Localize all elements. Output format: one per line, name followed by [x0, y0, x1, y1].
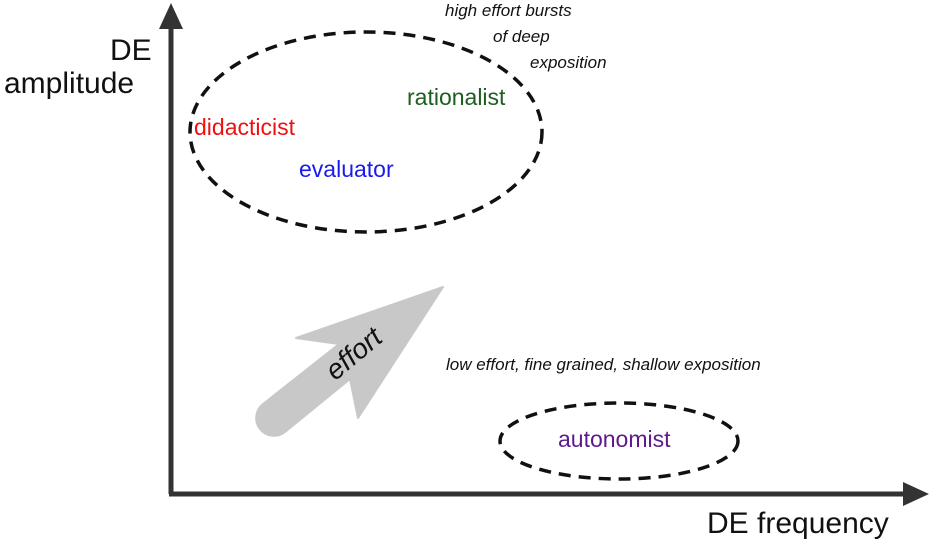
high-effort-annotation-line3: exposition: [530, 53, 607, 72]
didacticist-label: didacticist: [194, 114, 295, 140]
y-axis-label: DE amplitude: [4, 34, 152, 100]
y-axis-arrowhead: [159, 3, 183, 29]
evaluator-label: evaluator: [299, 156, 394, 182]
high-effort-annotation-line1: high effort bursts: [445, 1, 572, 20]
y-axis-label-line1: DE: [110, 34, 152, 67]
x-axis-arrowhead: [903, 482, 929, 506]
effort-arrow: [255, 286, 444, 437]
high-effort-cluster-ellipse: [188, 30, 544, 234]
high-effort-annotation-line2: of deep: [493, 27, 550, 46]
high-effort-annotation: high effort bursts of deep exposition: [445, 2, 607, 80]
low-effort-cluster-ellipse: [498, 401, 740, 481]
autonomist-label: autonomist: [558, 426, 671, 452]
low-effort-annotation: low effort, fine grained, shallow exposi…: [446, 355, 761, 374]
rationalist-label: rationalist: [407, 84, 506, 110]
x-axis-label: DE frequency: [707, 507, 889, 540]
y-axis-label-line2: amplitude: [4, 67, 135, 100]
